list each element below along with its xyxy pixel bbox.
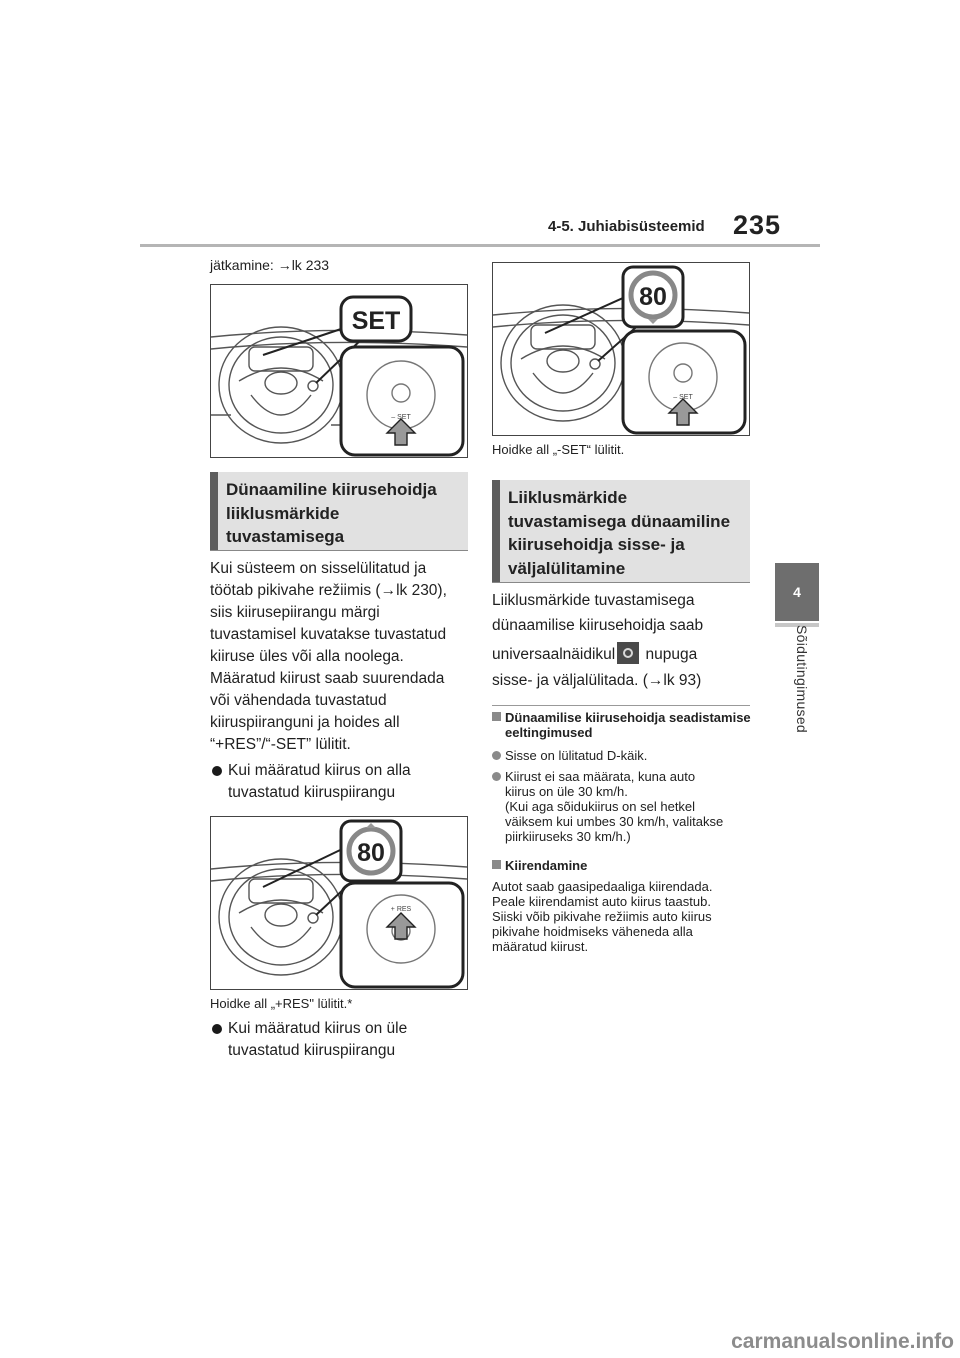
paragraph-2: Liiklusmärkide tuvastamisega dünaamilise…	[492, 590, 762, 692]
note-line: (Kui aga sõidukiirus on sel hetkel	[505, 799, 696, 814]
chapter-tab-rule	[775, 623, 819, 627]
bullet-line: tuvastatud kiiruspiirangu	[228, 784, 396, 801]
header-rule	[140, 244, 820, 247]
note-line: pikivahe hoidmiseks väheneda alla	[492, 924, 693, 939]
note-line: väiksem kui umbes 30 km/h, valitakse	[505, 814, 724, 829]
para-line: “+RES”/“-SET” lülitit.	[210, 736, 351, 753]
steering-wheel-illustration: 80 + RES	[211, 819, 467, 989]
note-1-item-1: Sisse on lülitatud D-käik.	[492, 748, 763, 763]
square-bullet-icon	[492, 712, 501, 721]
para-text: universaalnäidikul	[492, 646, 616, 663]
down-arrow-icon	[648, 319, 658, 324]
para-line: universaalnäidikul nupuga	[492, 642, 762, 666]
note-1-item-2: Kiirust ei saa määrata, kuna auto kiirus…	[492, 769, 765, 844]
para-line: töötab pikivahe režiimis (→lk 230),	[210, 582, 447, 599]
bullet-item-1: Kui määratud kiirus on alla tuvastatud k…	[212, 760, 488, 804]
res-button-label: + RES	[391, 906, 412, 913]
chapter-tab: 4	[775, 563, 819, 621]
para-line: sisse- ja väljalülitada. (→lk 93)	[492, 672, 702, 689]
heading-text: Dünaamiline kiirusehoidja liiklusmärkide…	[226, 480, 437, 546]
figure-res-switch: 80 + RES	[210, 816, 468, 990]
para-line: kiiruspiiranguni ja hoides all	[210, 714, 400, 731]
figure-set-decrease: 80 – SET	[492, 262, 750, 436]
speed-sign-value: 80	[639, 283, 667, 311]
section-heading-1: Dünaamiline kiirusehoidja liiklusmärkide…	[210, 472, 468, 551]
section-heading-2: Liiklusmärkide tuvastamisega dünaamiline…	[492, 480, 750, 583]
note-line: kiirus on üle 30 km/h.	[505, 784, 628, 799]
notes-divider	[492, 705, 750, 706]
note-title-text: Kiirendamine	[505, 858, 588, 873]
bullet-icon	[492, 751, 501, 760]
intro-text: jätkamine: →lk 233	[210, 257, 330, 273]
bullet-item-2: Kui määratud kiirus on üle tuvastatud ki…	[212, 1018, 488, 1062]
para-line: või vähendada tuvastatud	[210, 692, 387, 709]
speed-sign-value: 80	[357, 839, 385, 867]
note-text: Sisse on lülitatud D-käik.	[505, 748, 648, 763]
note-line: Siiski võib pikivahe režiimis auto kiiru…	[492, 909, 712, 924]
note-line: Autot saab gaasipedaaliga kiirendada.	[492, 879, 713, 894]
note-line: määratud kiirust.	[492, 939, 589, 954]
press-arrow-icon	[385, 418, 417, 446]
note-2-title: Kiirendamine	[492, 858, 763, 873]
note-title-text: Dünaamilise kiirusehoidja seadistamise e…	[505, 710, 751, 740]
bullet-line: Kui määratud kiirus on üle	[228, 1020, 408, 1037]
heading-text: Liiklusmärkide tuvastamisega dünaamiline…	[508, 488, 731, 578]
bullet-icon	[492, 772, 501, 781]
bullet-line: Kui määratud kiirus on alla	[228, 762, 411, 779]
note-line: Kiirust ei saa määrata, kuna auto	[505, 769, 696, 784]
paragraph-1: Kui süsteem on sisselülitatud ja töötab …	[210, 558, 480, 756]
para-line: tuvastamisel kuvatakse tuvastatud	[210, 626, 447, 643]
para-line: kiiruse üles või alla noolega.	[210, 648, 404, 665]
para-line: siis kiirusepiirangu märgi	[210, 604, 380, 621]
figure-set-switch: SET – SET	[210, 284, 468, 458]
section-title: 4-5. Juhiabisüsteemid	[548, 218, 705, 235]
steering-wheel-illustration: SET – SET	[211, 295, 467, 457]
para-text: nupuga	[641, 646, 698, 663]
steering-wheel-illustration: 80 – SET	[493, 265, 749, 435]
note-line: piirkiiruseks 30 km/h.)	[505, 829, 631, 844]
figure-caption-3: Hoidke all „-SET“ lülitit.	[492, 442, 625, 457]
para-line: Määratud kiirust saab suurendada	[210, 670, 445, 687]
para-line: Liiklusmärkide tuvastamisega	[492, 592, 695, 609]
bullet-line: tuvastatud kiiruspiirangu	[228, 1042, 396, 1059]
page-number: 235	[733, 210, 782, 240]
bullet-icon	[212, 766, 222, 776]
set-callout: SET	[352, 307, 401, 335]
bullet-icon	[212, 1024, 222, 1034]
figure-caption-2: Hoidke all „+RES" lülitit.*	[210, 996, 353, 1011]
note-line: Peale kiirendamist auto kiirus taastub.	[492, 894, 711, 909]
press-arrow-icon	[385, 912, 417, 940]
note-2-body: Autot saab gaasipedaaliga kiirendada. Pe…	[492, 879, 754, 954]
square-bullet-icon	[492, 860, 501, 869]
set-button-label: – SET	[391, 414, 411, 421]
watermark: carmanualsonline.info	[731, 1330, 954, 1353]
chapter-label: Sõidutingimused	[794, 625, 810, 734]
gear-icon	[617, 642, 640, 664]
set-button-label: – SET	[673, 394, 693, 401]
para-line: Kui süsteem on sisselülitatud ja	[210, 560, 427, 577]
note-1-title: Dünaamilise kiirusehoidja seadistamise e…	[492, 710, 763, 740]
up-arrow-icon	[366, 823, 376, 828]
press-arrow-icon	[667, 398, 699, 426]
para-line: dünaamilise kiirusehoidja saab	[492, 617, 704, 634]
